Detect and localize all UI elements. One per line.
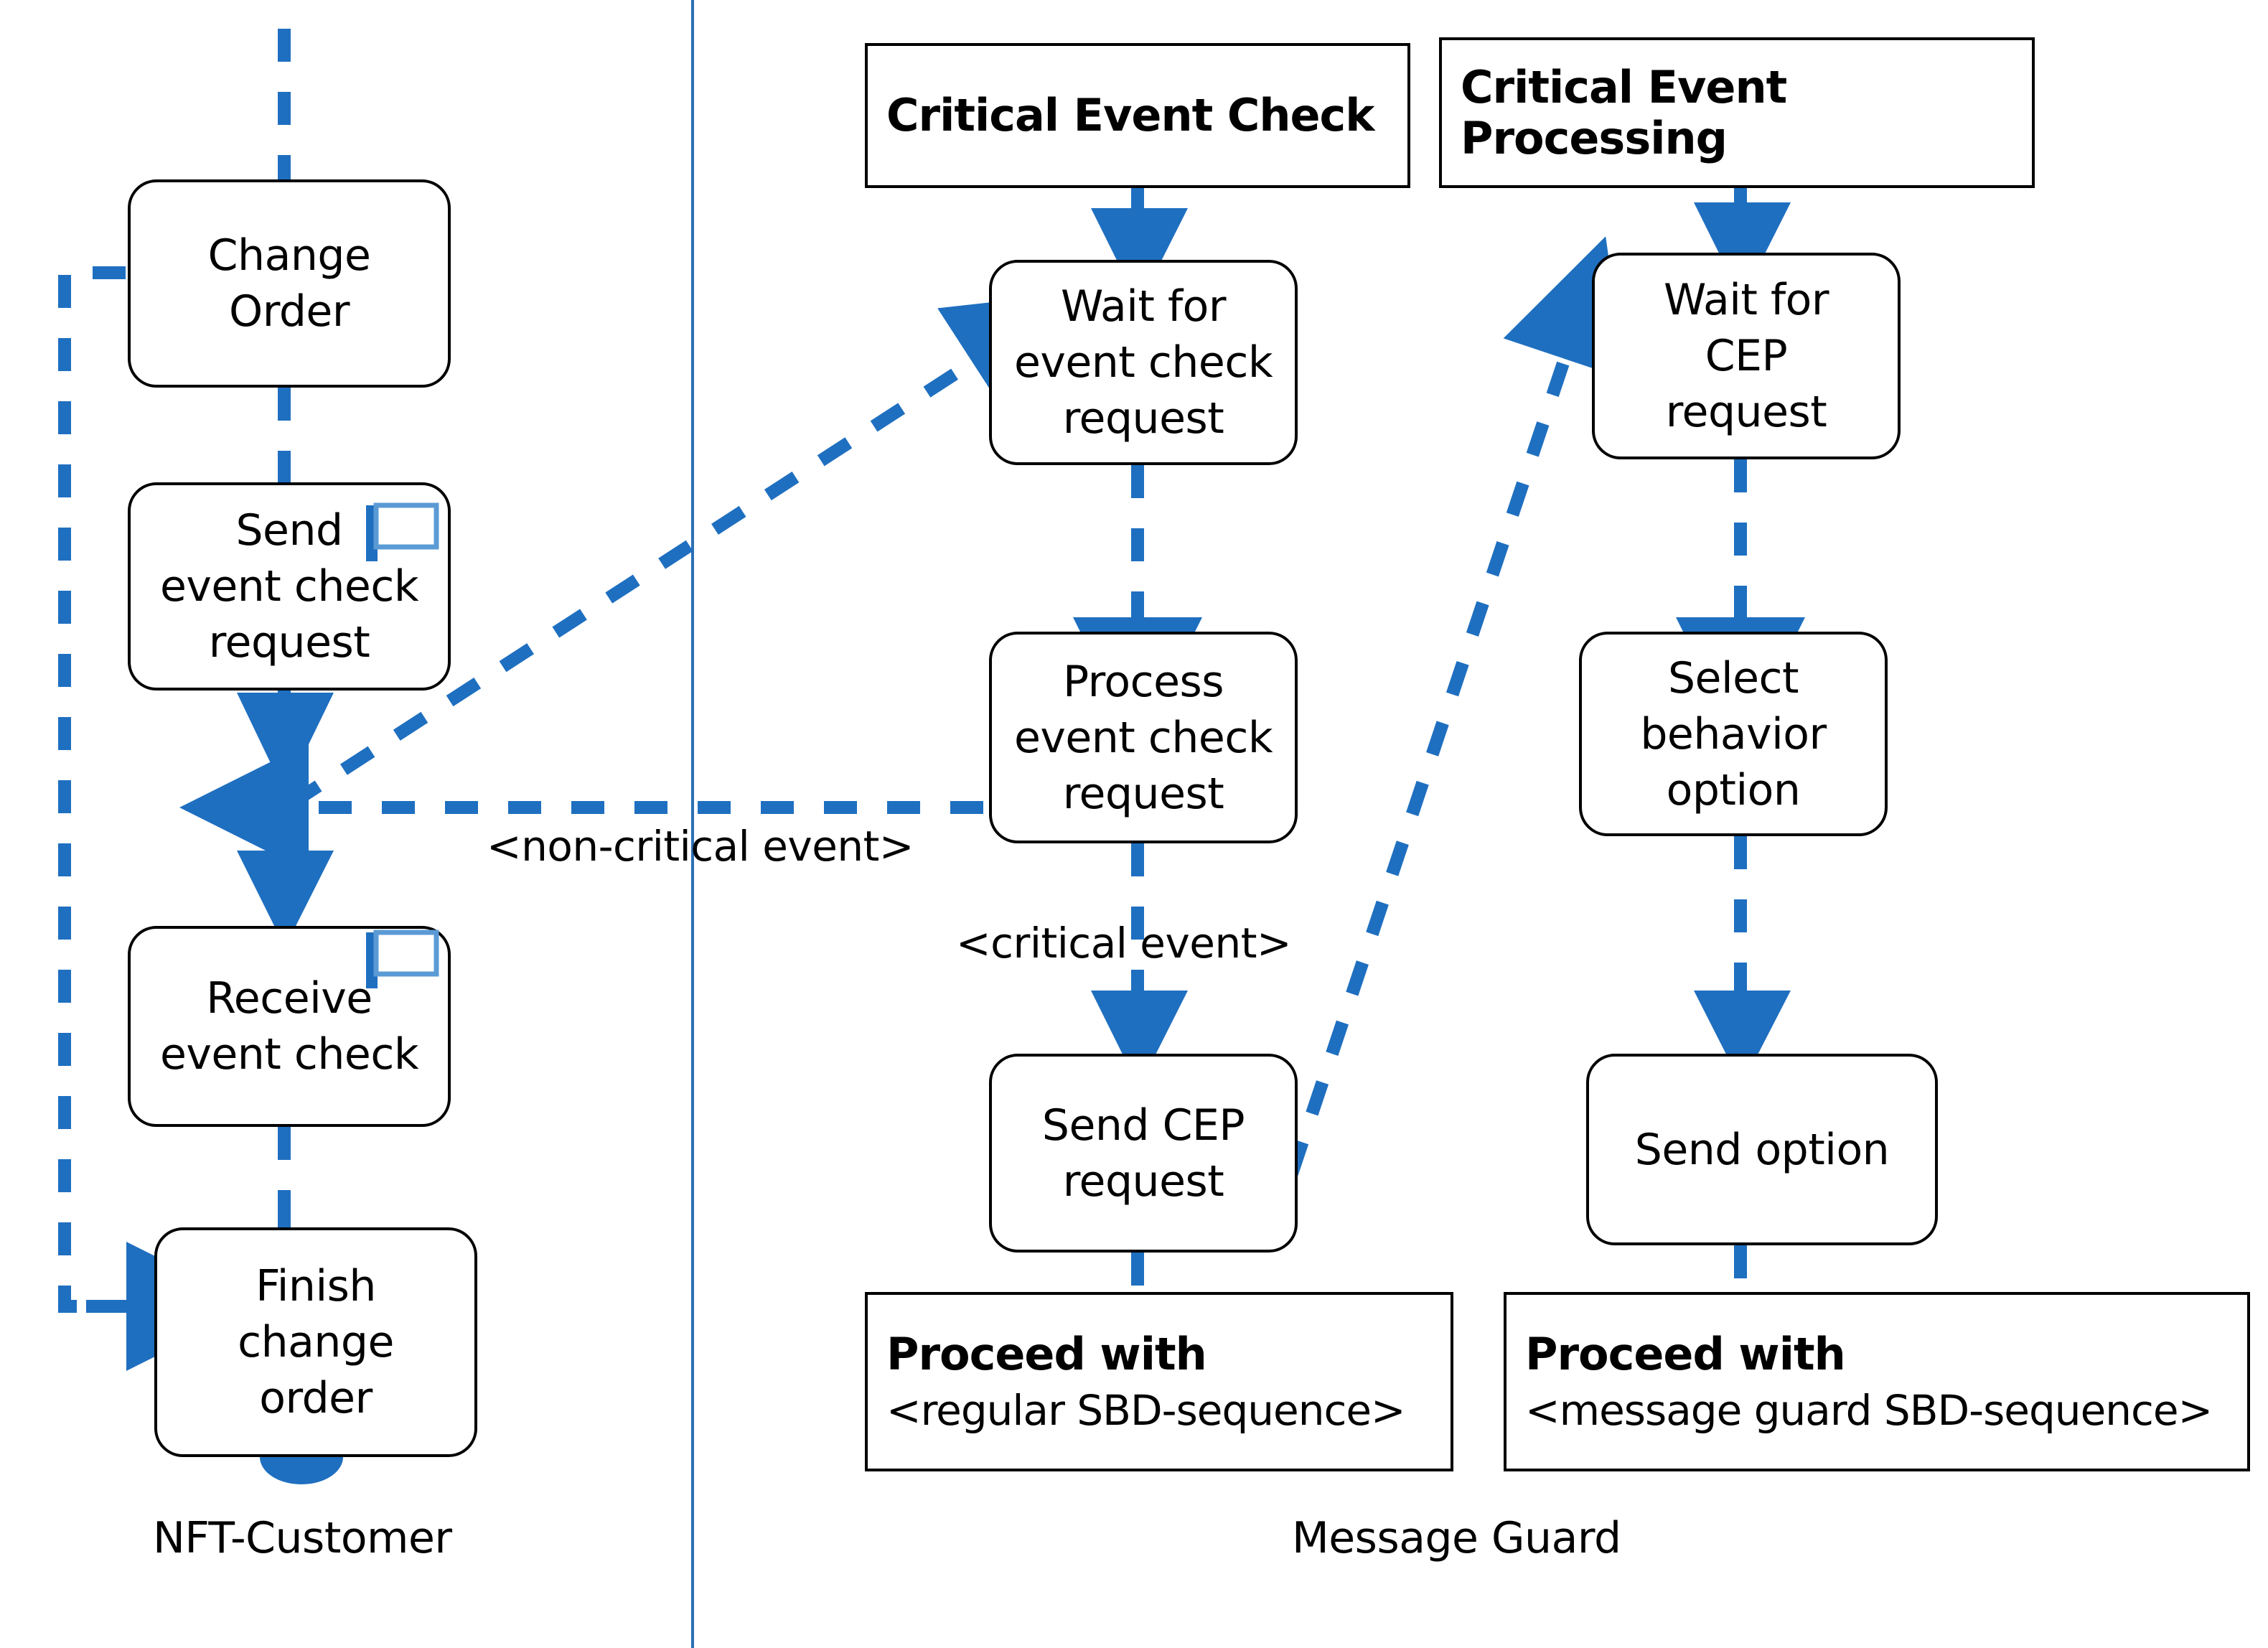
node-receive-event-check-label: Receive event check <box>159 973 419 1080</box>
panel-critical-event-check-title: Critical Event Check <box>886 89 1375 142</box>
node-select-behavior-option-label: Select behavior option <box>1640 652 1827 815</box>
send-pin-triangle-cec <box>1091 991 1188 1087</box>
node-process-event-check-request-label: Process event check request <box>1013 656 1273 819</box>
panel-proceed-regular-subtitle: <regular SBD-sequence> <box>886 1386 1406 1436</box>
node-finish-change-order-label: Finish change order <box>238 1261 394 1423</box>
send-pin-triangle-customer <box>237 693 334 793</box>
panel-proceed-guard-subtitle: <message guard SBD-sequence> <box>1525 1386 2213 1436</box>
receive-pin-triangle-customer <box>237 851 334 947</box>
flag-icon-receive <box>366 930 439 988</box>
panel-critical-event-processing: Critical Event Processing <box>1439 37 2035 188</box>
node-send-cep-request-label: Send CEP request <box>1041 1100 1245 1207</box>
flag-icon-send <box>366 502 439 561</box>
node-change-order-label: Change Order <box>207 230 371 337</box>
node-select-behavior-option[interactable]: Select behavior option <box>1579 632 1888 836</box>
panel-proceed-guard-title: Proceed with <box>1525 1328 1846 1380</box>
node-send-option[interactable]: Send option <box>1586 1054 1938 1245</box>
panel-critical-event-processing-title: Critical Event Processing <box>1461 60 1787 164</box>
node-send-option-label: Send option <box>1634 1124 1890 1175</box>
node-wait-for-event-check-request[interactable]: Wait for event check request <box>989 260 1298 465</box>
node-send-event-check-request[interactable]: Send event check request <box>128 482 451 690</box>
panel-proceed-regular-title: Proceed with <box>886 1328 1207 1380</box>
flow-loopback-change-order-to-finish <box>58 266 126 1313</box>
node-wait-for-event-check-request-label: Wait for event check request <box>1013 281 1273 444</box>
entry-pin-triangle-cep <box>1694 202 1791 299</box>
send-pin-triangle-cep <box>1694 991 1791 1085</box>
panel-critical-event-check: Critical Event Check <box>865 43 1410 188</box>
lane-label-message-guard: Message Guard <box>1292 1513 1621 1563</box>
msgflow-send-event-check-to-wait <box>287 292 1082 810</box>
edge-label-non-critical-event: <non-critical event> <box>487 822 914 871</box>
node-send-cep-request[interactable]: Send CEP request <box>989 1054 1298 1253</box>
edge-label-critical-event: <critical event> <box>956 919 1292 968</box>
node-process-event-check-request[interactable]: Process event check request <box>989 632 1298 843</box>
panel-proceed-guard: Proceed with <message guard SBD-sequence… <box>1504 1292 2250 1471</box>
node-wait-for-cep-request-label: Wait for CEP request <box>1663 275 1829 437</box>
entry-pin-triangle-cec <box>1091 208 1188 305</box>
node-send-event-check-request-label: Send event check request <box>159 505 419 668</box>
panel-proceed-regular: Proceed with <regular SBD-sequence> <box>865 1292 1453 1471</box>
node-change-order[interactable]: Change Order <box>128 179 451 388</box>
node-wait-for-cep-request[interactable]: Wait for CEP request <box>1592 253 1901 459</box>
msgflow-send-cep-to-wait-cep <box>1285 236 1626 1176</box>
node-finish-change-order[interactable]: Finish change order <box>154 1227 477 1457</box>
lane-label-nft-customer: NFT-Customer <box>153 1513 452 1563</box>
